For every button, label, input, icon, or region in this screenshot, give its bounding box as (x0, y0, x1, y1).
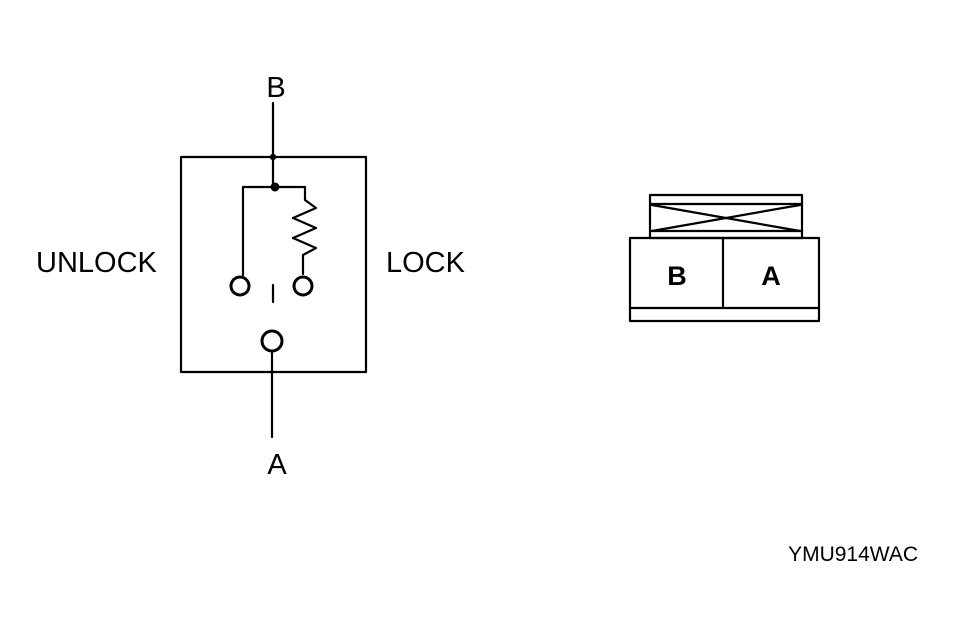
connector-pin-b-label: B (667, 261, 687, 291)
unlock-contact (229, 275, 251, 297)
figure-code: YMU914WAC (788, 543, 918, 566)
switch-schematic: B A UNLOCK LOCK (36, 72, 466, 481)
terminal-b-junction-dot (269, 153, 277, 161)
terminal-b-label: B (266, 72, 285, 104)
connector-pin-a-label: A (761, 261, 781, 291)
resistor-symbol (291, 185, 318, 276)
common-contact (260, 329, 284, 353)
unlock-position-label: UNLOCK (36, 247, 158, 279)
connector-face: B A (628, 193, 821, 323)
terminal-a-label: A (267, 449, 287, 481)
lock-position-label: LOCK (386, 247, 466, 279)
connector-latch-cross-2 (650, 203, 802, 233)
connector-body (628, 236, 821, 323)
lock-contact (292, 275, 314, 297)
